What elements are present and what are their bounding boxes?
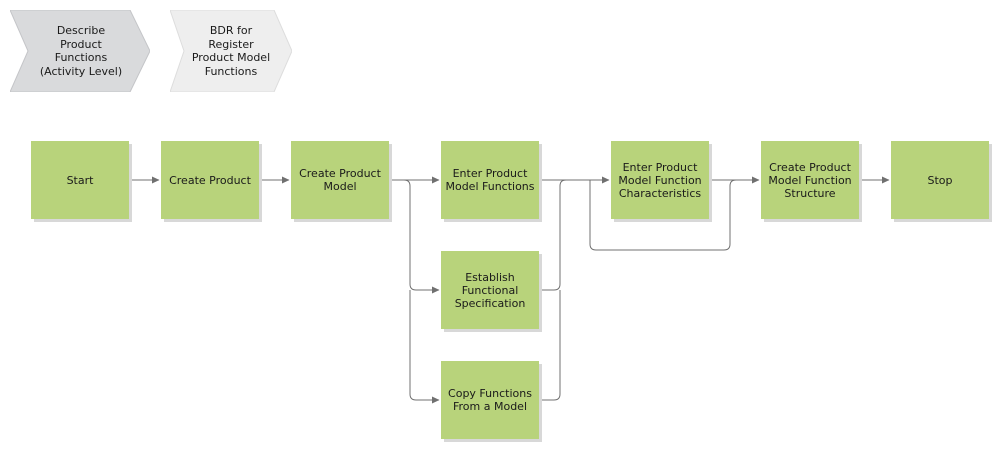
activity-establish-functional-specification[interactable]: Establish Functional Specification xyxy=(441,251,539,329)
activity-enter-function-characteristics[interactable]: Enter Product Model Function Characteris… xyxy=(611,141,709,219)
activity-create-function-structure[interactable]: Create Product Model Function Structure xyxy=(761,141,859,219)
process-chevron-bdr-register-functions[interactable]: BDR for Register Product Model Functions xyxy=(170,10,310,92)
process-chevron-describe-product-functions[interactable]: Describe Product Functions (Activity Lev… xyxy=(10,10,150,92)
activity-create-product-model[interactable]: Create Product Model xyxy=(291,141,389,219)
chevron-label: BDR for Register Product Model Functions xyxy=(191,24,271,78)
connector-characteristics-bypass xyxy=(589,179,737,251)
activity-create-product[interactable]: Create Product xyxy=(161,141,259,219)
activity-copy-functions-from-model[interactable]: Copy Functions From a Model xyxy=(441,361,539,439)
connector-model-to-copy-functions xyxy=(409,290,440,404)
connector-copy-functions-merge xyxy=(540,290,561,401)
chevron-shape xyxy=(10,10,150,92)
activity-enter-product-model-functions[interactable]: Enter Product Model Functions xyxy=(441,141,539,219)
activity-stop[interactable]: Stop xyxy=(891,141,989,219)
connector-establish-spec-merge xyxy=(540,179,567,291)
connector-model-to-establish-spec xyxy=(390,179,440,294)
activity-start[interactable]: Start xyxy=(31,141,129,219)
chevron-label: Describe Product Functions (Activity Lev… xyxy=(39,24,123,78)
chevron-shape xyxy=(170,10,292,92)
